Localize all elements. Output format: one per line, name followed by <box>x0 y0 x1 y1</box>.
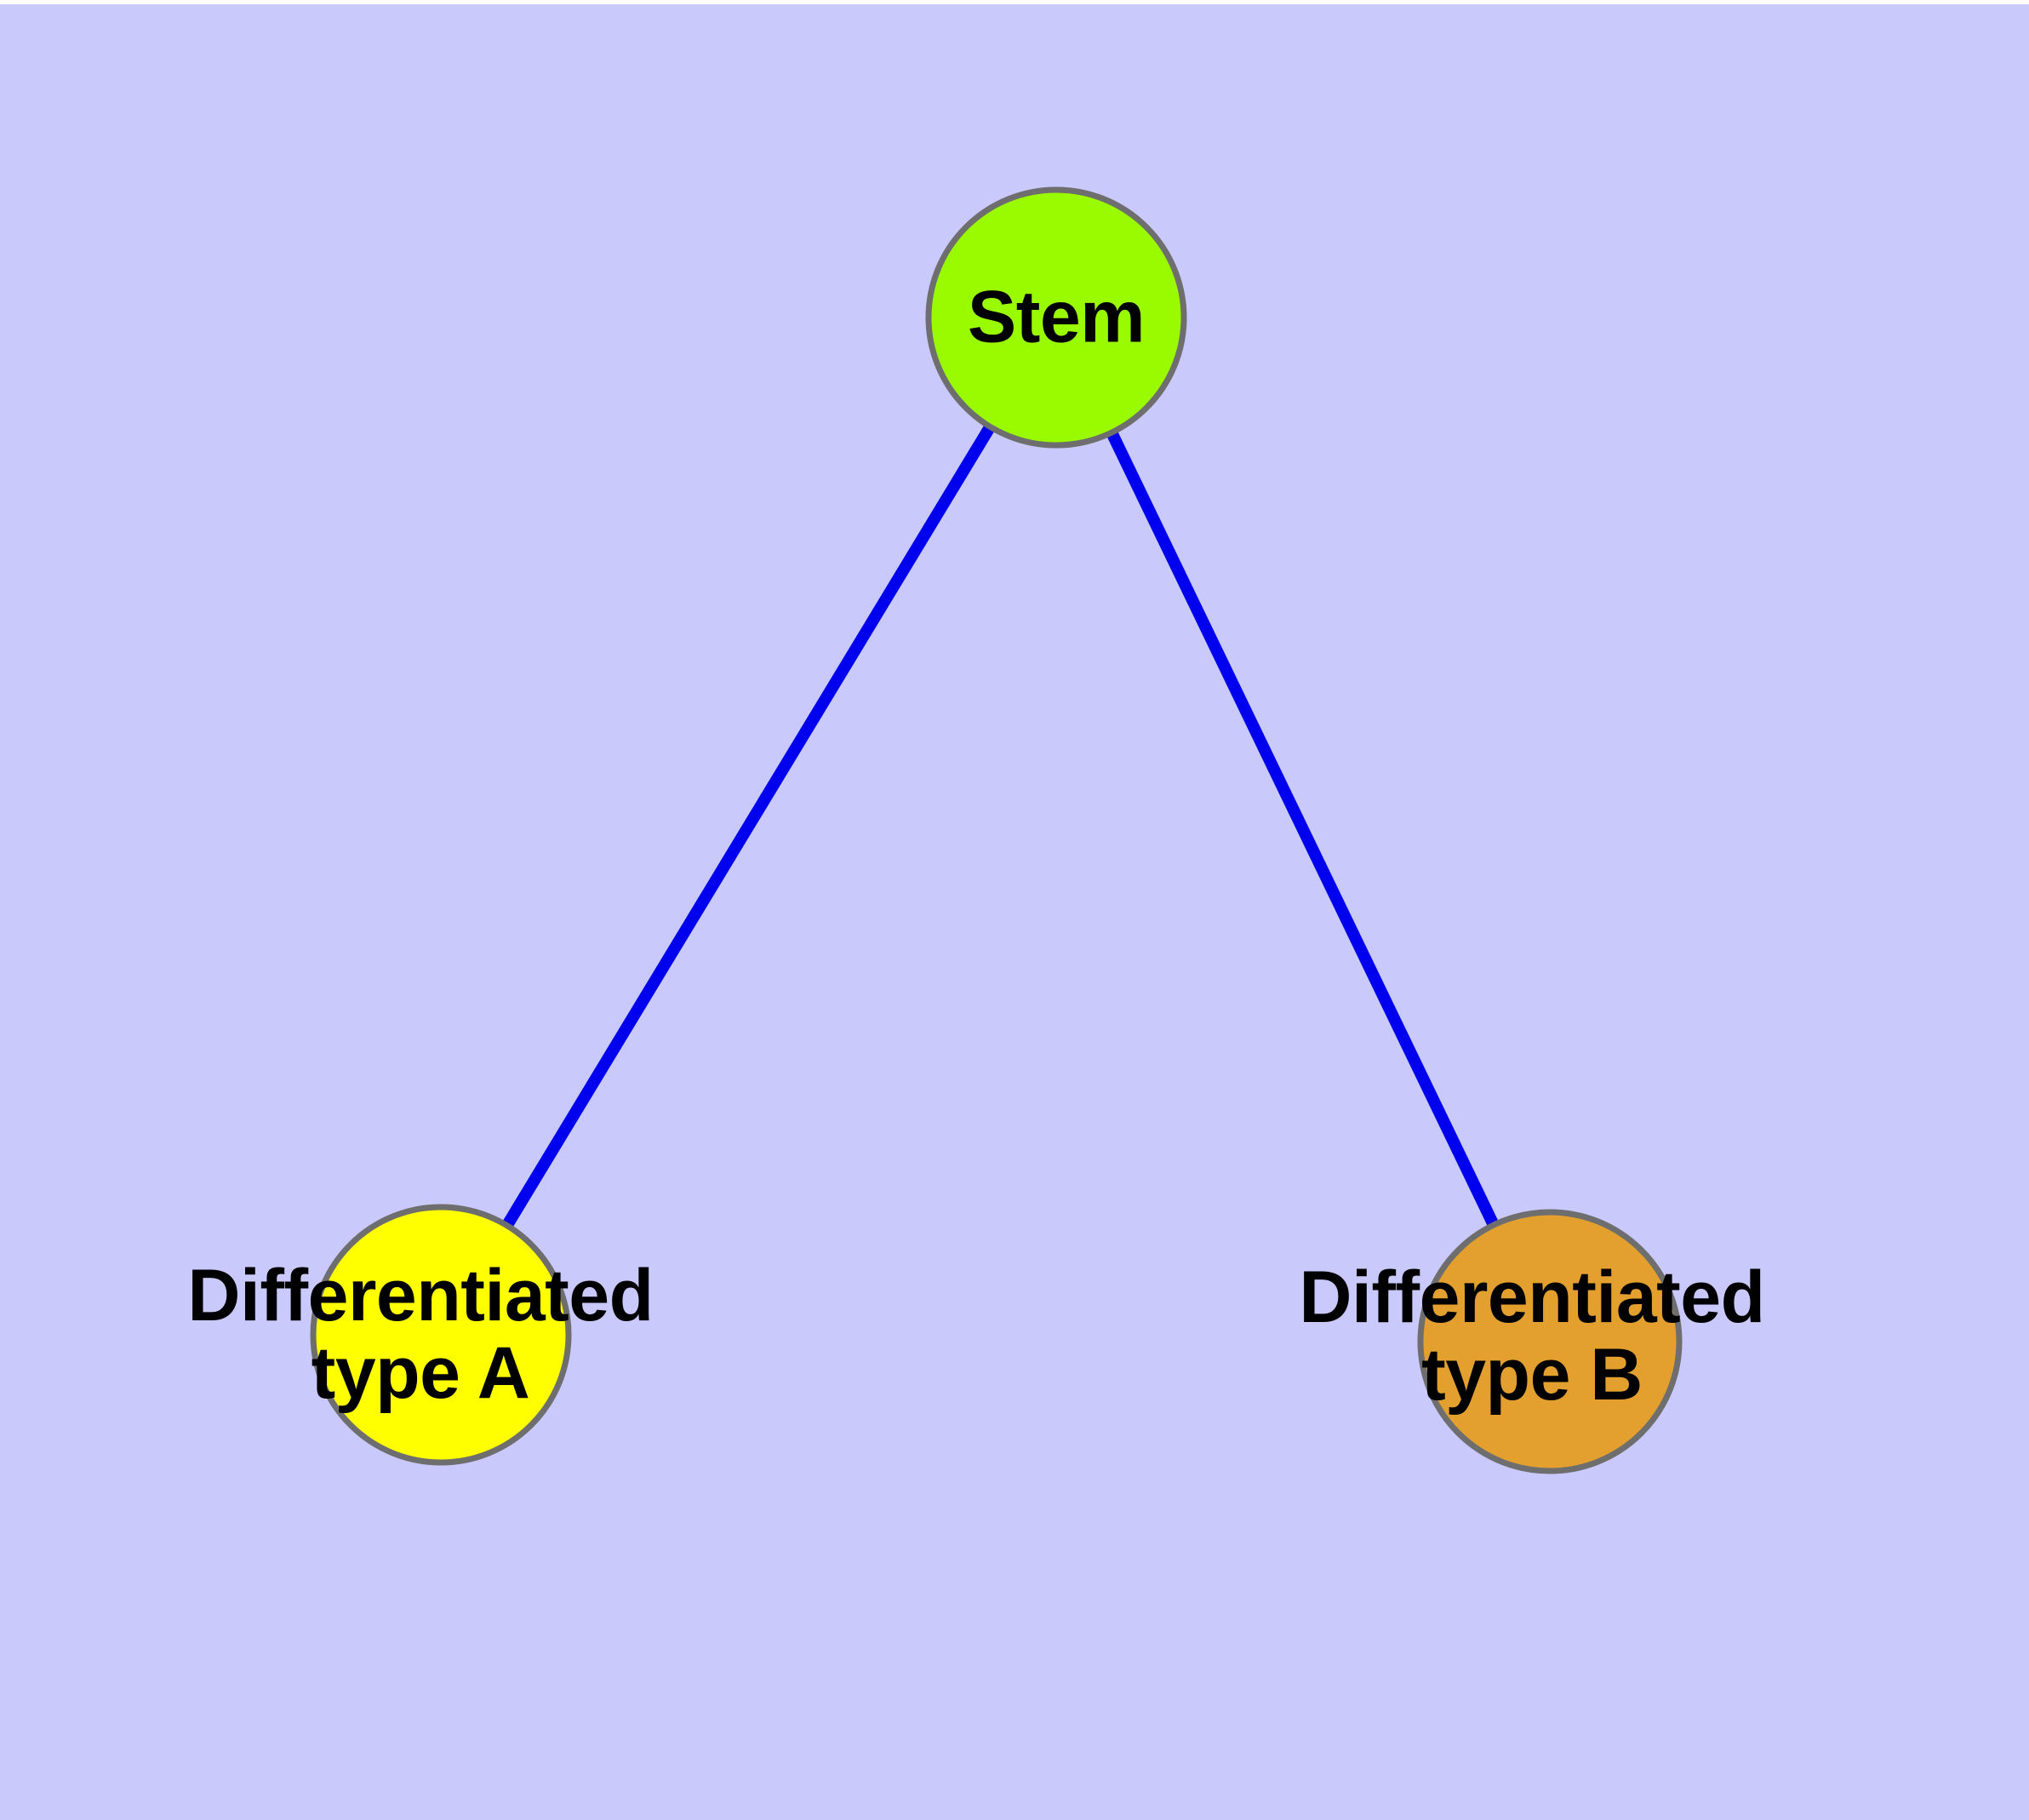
node-differentiated-type-a[interactable] <box>310 1204 572 1466</box>
node-stem[interactable] <box>925 186 1187 449</box>
node-group <box>310 186 1683 1474</box>
edge-stem-to-differentiated-a[interactable] <box>500 421 997 1231</box>
node-differentiated-type-b[interactable] <box>1417 1209 1683 1474</box>
edge-group <box>500 421 1500 1231</box>
edge-stem-to-differentiated-b[interactable] <box>1105 427 1500 1230</box>
